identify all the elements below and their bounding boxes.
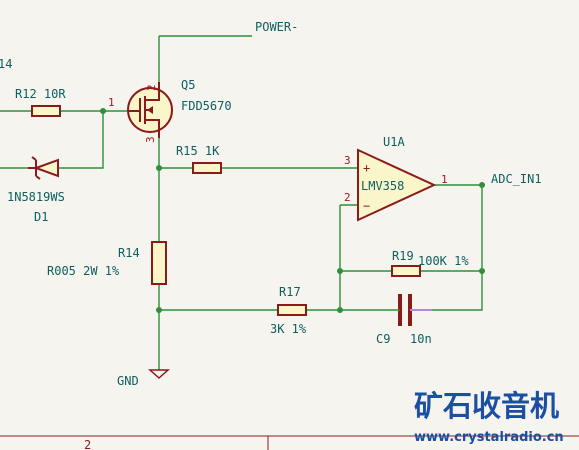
offscreen-label-fragment: 14 — [0, 57, 12, 71]
mosfet-q5[interactable] — [127, 82, 173, 138]
power-net-label: POWER- — [255, 20, 298, 34]
junction-dots — [100, 108, 485, 313]
u1a-pin1-number: 1 — [441, 173, 448, 186]
diode-d1[interactable] — [28, 156, 59, 180]
u1a-reference: U1A — [383, 135, 405, 149]
opamp-u1a[interactable] — [357, 148, 437, 222]
resistor-r15[interactable] — [192, 162, 222, 174]
gnd-label: GND — [117, 374, 139, 388]
r17-value: 3K 1% — [270, 322, 307, 336]
q5-value: FDD5670 — [181, 99, 232, 113]
capacitor-c9[interactable] — [397, 294, 432, 326]
wires — [0, 35, 483, 370]
c9-value: 10n — [410, 332, 432, 346]
q5-reference: Q5 — [181, 78, 195, 92]
d1-value: 1N5819WS — [7, 190, 65, 204]
c9-reference: C9 — [376, 332, 390, 346]
frame-column-number: 2 — [84, 438, 91, 450]
r17-reference: R17 — [279, 285, 301, 299]
resistor-r14[interactable] — [151, 241, 167, 285]
adc-in1-net-label: ADC_IN1 — [491, 172, 542, 186]
r14-value: R005 2W 1% — [47, 264, 120, 278]
u1a-pin3-number: 3 — [344, 154, 351, 167]
r19-value: 100K 1% — [418, 254, 469, 268]
d1-reference: D1 — [34, 210, 48, 224]
watermark-title: 矿石收音机 — [414, 389, 559, 423]
q5-pin3-number: 3 — [144, 136, 157, 143]
resistor-r17[interactable] — [277, 304, 307, 316]
ground-symbol — [148, 369, 170, 380]
q5-pin2-number: 2 — [145, 84, 158, 91]
resistor-r12[interactable] — [31, 105, 61, 117]
u1a-value: LMV358 — [361, 179, 404, 193]
resistor-r19[interactable] — [391, 265, 421, 277]
u1a-minus-sign: − — [363, 199, 370, 213]
r14-reference: R14 — [118, 246, 140, 260]
u1a-pin2-number: 2 — [344, 191, 351, 204]
r19-reference: R19 — [392, 249, 414, 263]
r12-label: R12 10R — [15, 87, 66, 101]
q5-pin1-number: 1 — [108, 96, 115, 109]
u1a-plus-sign: + — [363, 161, 370, 175]
watermark-url: www.crystalradio.cn — [414, 430, 564, 445]
r15-label: R15 1K — [176, 144, 220, 158]
